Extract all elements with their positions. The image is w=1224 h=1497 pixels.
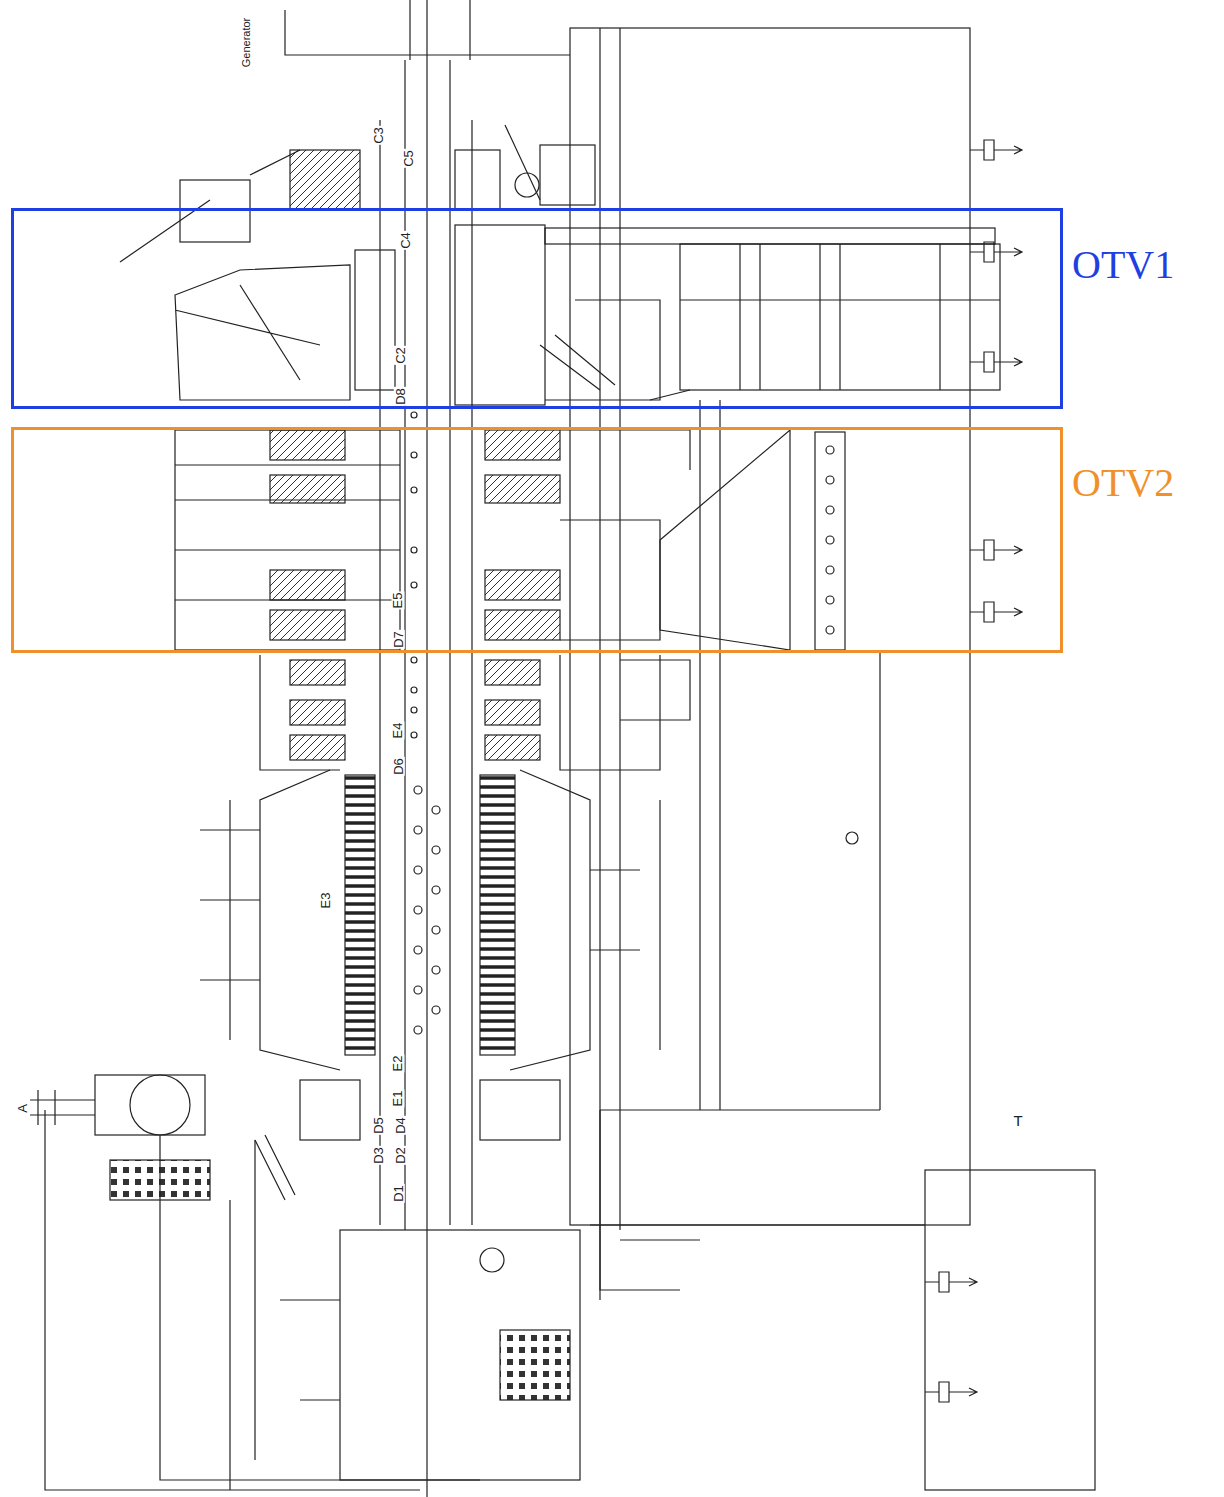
callout-label: E3	[320, 891, 333, 909]
generator-connection	[120, 0, 595, 262]
callout-label: C5	[402, 149, 415, 168]
region-label: OTV1	[1072, 242, 1174, 288]
callout-label: C4	[399, 231, 412, 250]
callout-label: Generator	[242, 16, 253, 68]
inlet-and-bearing	[30, 1075, 700, 1490]
otv2-structure	[175, 430, 845, 650]
callout-label: T	[1012, 1113, 1023, 1128]
callout-label: D4	[394, 1116, 407, 1135]
callout-label: D3	[372, 1146, 385, 1165]
otv1-structure	[175, 225, 1000, 405]
callout-label: E1	[392, 1089, 405, 1107]
callout-label: D6	[392, 757, 405, 776]
highlight-region: OTV2	[11, 427, 1063, 653]
callout-label: D2	[394, 1146, 407, 1165]
callout-label: E2	[392, 1054, 405, 1072]
frame-outline	[570, 28, 1095, 1490]
callout-label: D5	[372, 1116, 385, 1135]
callout-label: E4	[392, 721, 405, 739]
callout-label: C2	[394, 346, 407, 365]
callout-label: D7	[392, 630, 405, 649]
callout-label: A	[15, 1103, 28, 1114]
shaft-markers	[411, 412, 440, 1034]
callout-label: C3	[372, 126, 385, 145]
callout-label: D8	[394, 387, 407, 406]
region-label: OTV2	[1072, 460, 1174, 506]
callout-label: E5	[392, 591, 405, 609]
highlight-region: OTV1	[11, 208, 1063, 409]
callout-label: D1	[392, 1184, 405, 1203]
turbine-stages	[200, 655, 690, 1070]
